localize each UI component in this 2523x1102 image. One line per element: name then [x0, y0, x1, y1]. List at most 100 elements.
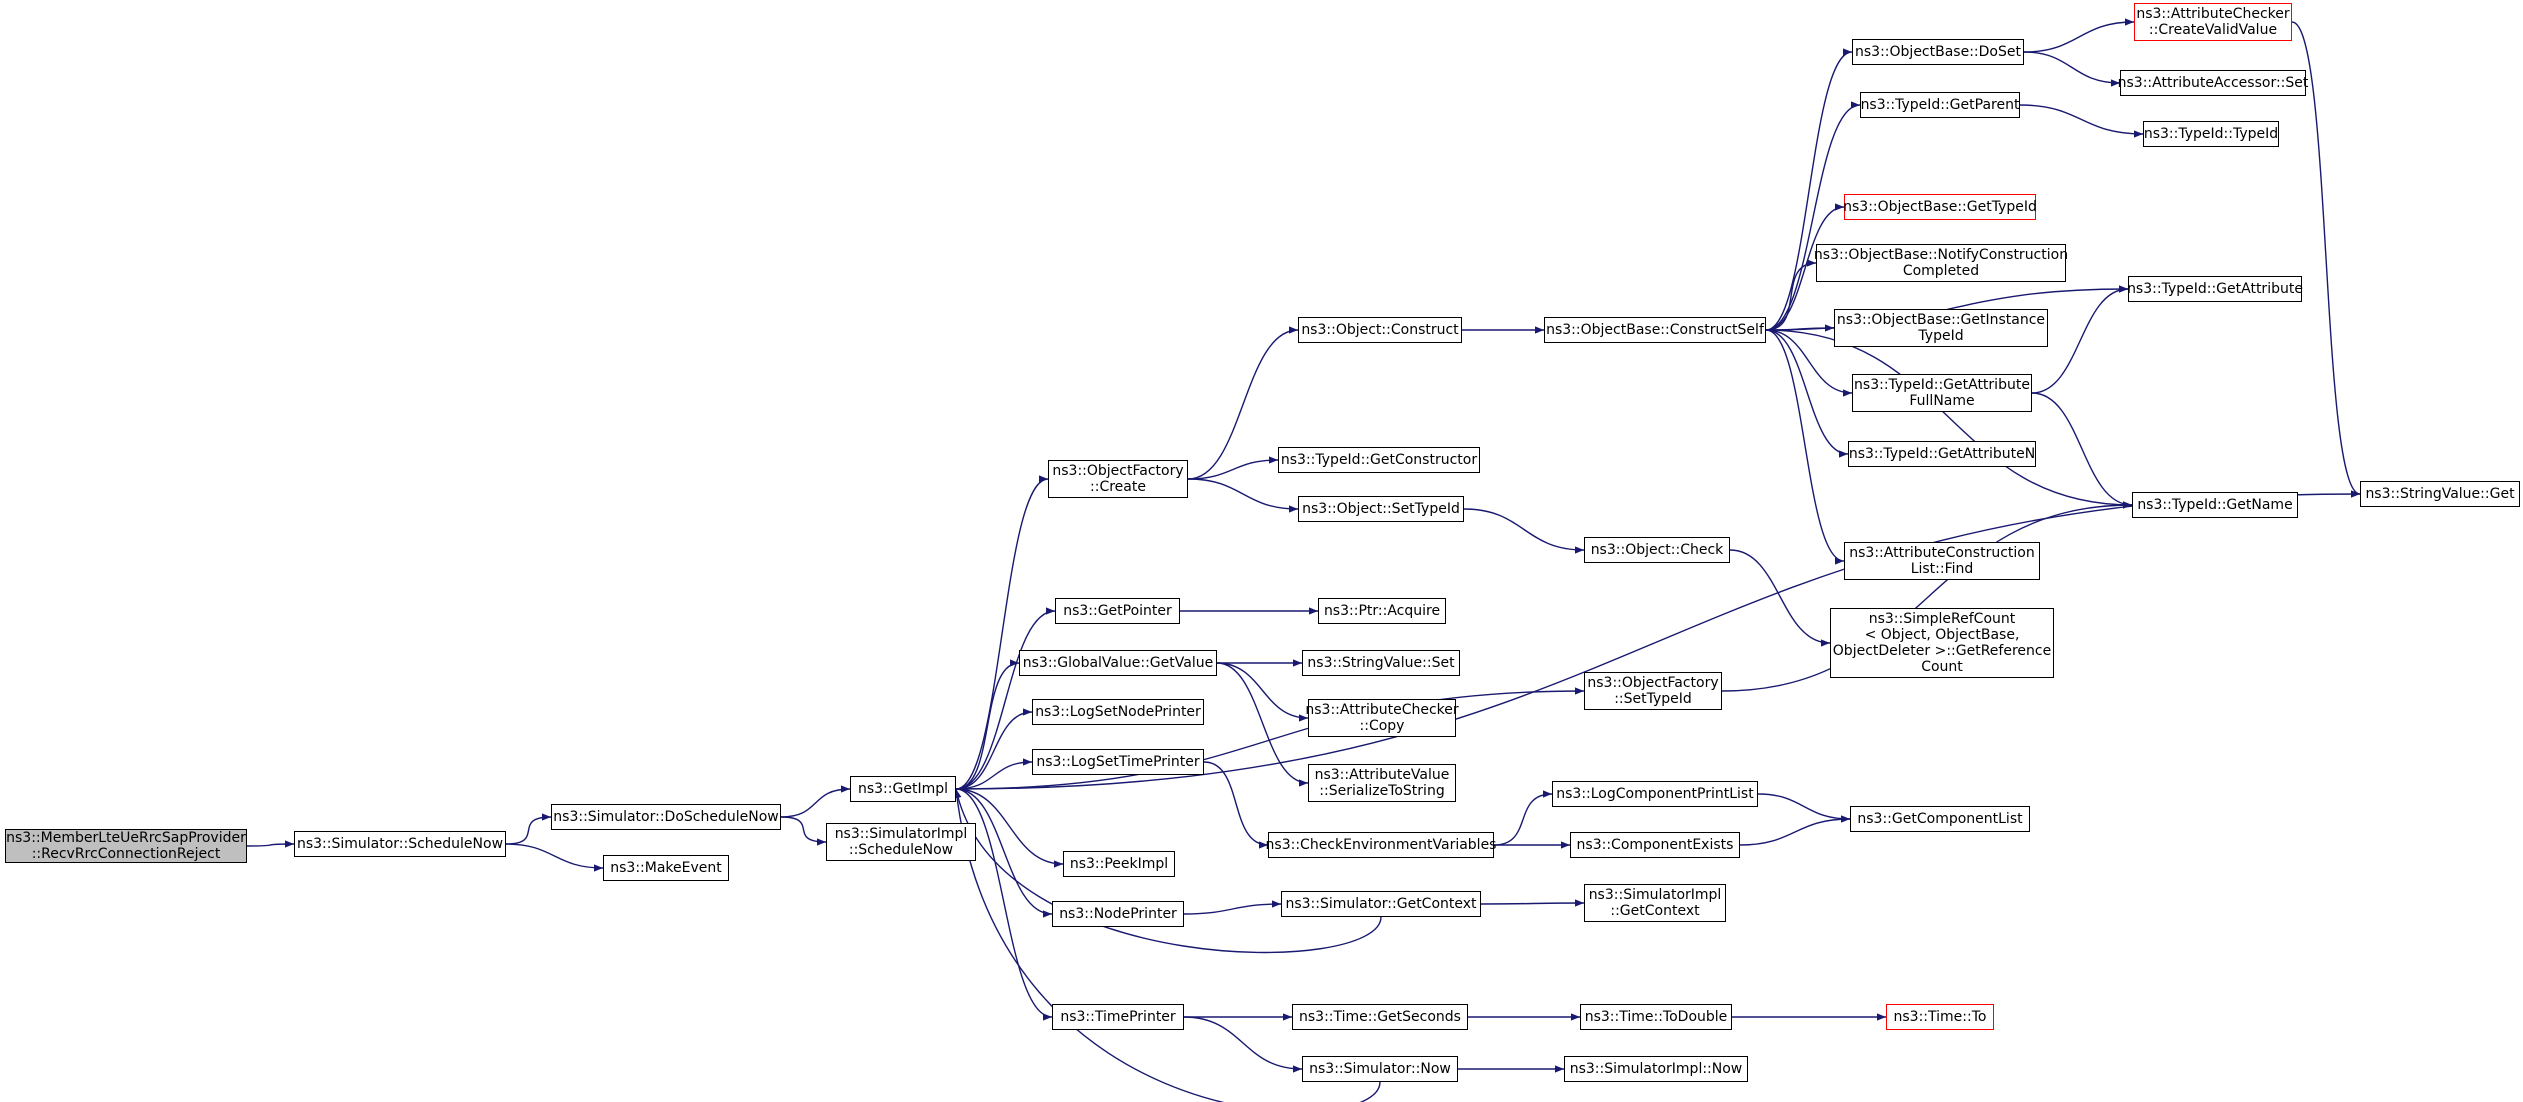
node-objBaseGetTypeId[interactable]: ns3::ObjectBase::GetTypeId: [1843, 194, 2037, 220]
node-label: ns3::TypeId::GetParent: [1860, 97, 2020, 113]
node-label: ns3::ObjectBase::DoSet: [1855, 44, 2021, 60]
node-label: ns3::ComponentExists: [1576, 837, 1734, 853]
node-root[interactable]: ns3::MemberLteUeRrcSapProvider::RecvRrcC…: [5, 829, 247, 863]
node-getPointer[interactable]: ns3::GetPointer: [1055, 598, 1180, 624]
node-objFactoryCreate[interactable]: ns3::ObjectFactory::Create: [1048, 460, 1188, 498]
node-label: ns3::LogSetNodePrinter: [1035, 704, 1201, 720]
node-attrValueSerialize[interactable]: ns3::AttributeValue::SerializeToString: [1308, 764, 1456, 802]
node-scheduleNow[interactable]: ns3::Simulator::ScheduleNow: [294, 831, 506, 857]
node-label: ns3::Simulator::DoScheduleNow: [553, 809, 779, 825]
node-simGetContext[interactable]: ns3::Simulator::GetContext: [1281, 891, 1481, 917]
edge-constructSelf-to-notifyConstruction: [1765, 259, 1817, 331]
edge-doSet-to-createValidValue: [2023, 18, 2135, 53]
node-label: ns3::Time::To: [1893, 1009, 1987, 1025]
node-label: ns3::PeekImpl: [1069, 856, 1169, 872]
edge-getImpl-to-objFactoryCreate: [955, 475, 1049, 790]
node-label: ns3::ObjectBase::GetTypeId: [1843, 199, 2037, 215]
node-peekImpl[interactable]: ns3::PeekImpl: [1063, 851, 1175, 877]
node-label: ns3::AttributeChecker: [1305, 702, 1459, 718]
edge-constructSelf-to-attrConstructionFind: [1765, 329, 1845, 565]
node-typeIdGetConstructor[interactable]: ns3::TypeId::GetConstructor: [1278, 447, 1480, 473]
node-label: ns3::GetImpl: [857, 781, 948, 797]
node-objectConstruct[interactable]: ns3::Object::Construct: [1298, 317, 1462, 343]
edge-constructSelf-to-objBaseGetTypeId: [1765, 203, 1845, 331]
node-logSetTimePrinter[interactable]: ns3::LogSetTimePrinter: [1032, 749, 1204, 775]
node-doScheduleNow[interactable]: ns3::Simulator::DoScheduleNow: [551, 804, 781, 830]
edge-componentExists-to-getComponentList: [1739, 815, 1851, 846]
node-timeTo[interactable]: ns3::Time::To: [1886, 1004, 1994, 1030]
node-objFactorySetTypeId[interactable]: ns3::ObjectFactory::SetTypeId: [1584, 672, 1722, 710]
node-label: ns3::ObjectBase::GetInstance: [1836, 312, 2046, 328]
edge-getImpl-to-getPointer: [955, 607, 1056, 790]
node-simImplGetContext[interactable]: ns3::SimulatorImpl::GetContext: [1584, 884, 1726, 922]
node-stringValueSet[interactable]: ns3::StringValue::Set: [1302, 650, 1460, 676]
edge-getImpl-to-stringValueGet: [955, 490, 2361, 790]
node-label: ns3::GetComponentList: [1857, 811, 2023, 827]
node-globalGetValue[interactable]: ns3::GlobalValue::GetValue: [1019, 650, 1217, 676]
node-label: ::SerializeToString: [1319, 783, 1445, 799]
node-typeIdGetName[interactable]: ns3::TypeId::GetName: [2132, 492, 2298, 518]
node-typeIdTypeId[interactable]: ns3::TypeId::TypeId: [2143, 121, 2279, 147]
node-getAttributeN[interactable]: ns3::TypeId::GetAttributeN: [1848, 441, 2036, 467]
node-timeGetSeconds[interactable]: ns3::Time::GetSeconds: [1292, 1004, 1468, 1030]
node-createValidValue[interactable]: ns3::AttributeChecker::CreateValidValue: [2134, 3, 2292, 41]
edge-getImpl-to-timePrinter: [955, 788, 1053, 1021]
node-label: Completed: [1902, 263, 1980, 279]
node-timePrinter[interactable]: ns3::TimePrinter: [1052, 1004, 1184, 1030]
node-attrAccessorSet[interactable]: ns3::AttributeAccessor::Set: [2118, 70, 2308, 96]
edge-logComponentPrintList-to-getComponentList: [1757, 793, 1851, 823]
edge-constructSelf-to-getAttributeFullName: [1765, 329, 1853, 397]
node-timeToDouble[interactable]: ns3::Time::ToDouble: [1580, 1004, 1732, 1030]
edge-getImpl-to-globalGetValue: [955, 659, 1020, 790]
edge-scheduleNow-to-makeEvent: [505, 843, 604, 872]
edge-objFactoryCreate-to-objectSetTypeId: [1187, 478, 1299, 513]
node-label: ns3::Ptr::Acquire: [1323, 603, 1441, 619]
node-stringValueGet[interactable]: ns3::StringValue::Get: [2360, 481, 2520, 507]
node-ptrAcquire[interactable]: ns3::Ptr::Acquire: [1318, 598, 1446, 624]
node-getComponentList[interactable]: ns3::GetComponentList: [1850, 806, 2030, 832]
edge-getAttributeFullName-to-typeIdGetName: [2031, 392, 2133, 509]
node-label: ns3::AttributeConstruction: [1849, 545, 2035, 561]
edge-objFactorySetTypeId-to-typeIdGetName: [1721, 501, 2133, 692]
node-makeEvent[interactable]: ns3::MakeEvent: [603, 855, 729, 881]
node-label: ns3::ObjectFactory: [1052, 463, 1184, 479]
node-constructSelf[interactable]: ns3::ObjectBase::ConstructSelf: [1544, 317, 1766, 343]
node-label: ns3::TypeId::GetAttribute: [2127, 281, 2303, 297]
node-objectSetTypeId[interactable]: ns3::Object::SetTypeId: [1298, 496, 1464, 522]
edge-constructSelf-to-getAttributeN: [1765, 329, 1849, 458]
node-label: ns3::StringValue::Get: [2365, 486, 2515, 502]
node-logComponentPrintList[interactable]: ns3::LogComponentPrintList: [1552, 781, 1758, 807]
node-typeIdGetAttribute[interactable]: ns3::TypeId::GetAttribute: [2127, 276, 2303, 302]
node-label: ns3::TimePrinter: [1060, 1009, 1176, 1025]
edge-objectSetTypeId-to-objectCheck: [1463, 508, 1585, 554]
node-simImplNow[interactable]: ns3::SimulatorImpl::Now: [1564, 1056, 1748, 1082]
edge-simGetContext-to-getImpl: [954, 788, 1382, 954]
node-nodePrinter[interactable]: ns3::NodePrinter: [1052, 901, 1184, 927]
node-label: ::CreateValidValue: [2148, 22, 2278, 38]
node-componentExists[interactable]: ns3::ComponentExists: [1570, 832, 1740, 858]
node-label: ns3::Object::Construct: [1301, 322, 1459, 338]
node-objectCheck[interactable]: ns3::Object::Check: [1584, 537, 1730, 563]
node-simpleRefCount[interactable]: ns3::SimpleRefCount< Object, ObjectBase,…: [1830, 608, 2054, 678]
node-label: ns3::MakeEvent: [610, 860, 722, 876]
edge-constructSelf-to-doSet: [1765, 48, 1853, 331]
edge-objFactoryCreate-to-typeIdGetConstructor: [1187, 456, 1279, 480]
node-label: List::Find: [1910, 561, 1974, 577]
node-simImplScheduleNow[interactable]: ns3::SimulatorImpl::ScheduleNow: [826, 823, 976, 861]
node-doSet[interactable]: ns3::ObjectBase::DoSet: [1852, 39, 2024, 65]
node-typeIdGetParent[interactable]: ns3::TypeId::GetParent: [1860, 92, 2020, 118]
node-checkEnvVars[interactable]: ns3::CheckEnvironmentVariables: [1266, 832, 1496, 858]
node-label: ObjectDeleter >::GetReference: [1832, 643, 2052, 659]
node-logSetNodePrinter[interactable]: ns3::LogSetNodePrinter: [1032, 699, 1204, 725]
node-label: Count: [1921, 659, 1963, 675]
edge-constructSelf-to-typeIdGetParent: [1765, 101, 1861, 331]
edge-doSet-to-attrAccessorSet: [2023, 51, 2121, 87]
node-label: ::GetContext: [1610, 903, 1700, 919]
node-getImpl[interactable]: ns3::GetImpl: [850, 776, 956, 802]
node-simNow[interactable]: ns3::Simulator::Now: [1302, 1056, 1458, 1082]
node-attrCheckerCopy[interactable]: ns3::AttributeChecker::Copy: [1305, 699, 1459, 737]
